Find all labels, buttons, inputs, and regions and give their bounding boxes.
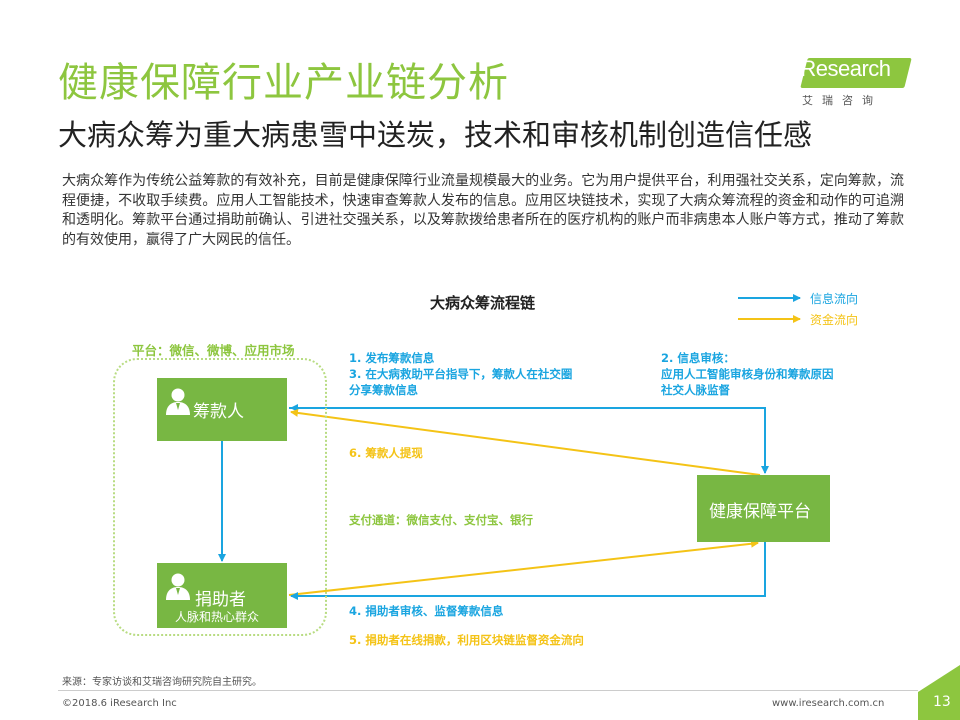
annotation-payment: 支付通道：微信支付、支付宝、银行 bbox=[349, 513, 533, 527]
annotation-step2: 2. 信息审核： 应用人工智能审核身份和筹款原因 社交人脉监督 bbox=[661, 350, 834, 398]
source-note: 来源：专家访谈和艾瑞咨询研究院自主研究。 bbox=[62, 677, 262, 688]
donor-label: 捐助者 bbox=[195, 590, 246, 610]
arrow-withdrawal bbox=[290, 408, 761, 476]
platform-label: 平台：微信、微博、应用市场 bbox=[132, 343, 295, 358]
logo-brand: iResearch bbox=[796, 56, 891, 81]
platform-node-label: 健康保障平台 bbox=[709, 502, 811, 522]
copyright: ©2018.6 iResearch Inc bbox=[62, 698, 177, 709]
page-number: 13 bbox=[933, 694, 951, 710]
annotation-line: 社交人脉监督 bbox=[661, 383, 730, 397]
logo-subtitle: 艾瑞咨询 bbox=[802, 94, 882, 107]
donor-sublabel: 人脉和热心群众 bbox=[175, 610, 260, 624]
website-url: www.iresearch.com.cn bbox=[772, 698, 885, 709]
intro-paragraph: 大病众筹作为传统公益筹款的有效补充，目前是健康保障行业流量规模最大的业务。它为用… bbox=[62, 173, 904, 248]
page-title: 健康保障行业产业链分析 bbox=[58, 60, 509, 106]
arrow-donation bbox=[288, 539, 759, 596]
legend-info-label: 信息流向 bbox=[810, 292, 859, 306]
legend-money-label: 资金流向 bbox=[810, 313, 859, 327]
annotation-line: 应用人工智能审核身份和筹款原因 bbox=[661, 367, 834, 381]
annotation-line: 3. 在大病救助平台指导下，筹款人在社交圈 bbox=[349, 367, 573, 381]
person-icon bbox=[166, 573, 190, 600]
annotation-step1: 1. 发布筹款信息 3. 在大病救助平台指导下，筹款人在社交圈 分享筹款信息 bbox=[349, 350, 572, 398]
annotation-line: 1. 发布筹款信息 bbox=[349, 351, 435, 365]
annotation-line: 2. 信息审核： bbox=[661, 351, 735, 365]
annotation-step6: 6. 筹款人提现 bbox=[349, 446, 423, 460]
footer-divider bbox=[58, 690, 918, 691]
page-subtitle: 大病众筹为重大病患雪中送炭，技术和审核机制创造信任感 bbox=[58, 118, 813, 152]
health-platform-node: 健康保障平台 bbox=[697, 475, 830, 542]
person-icon bbox=[166, 388, 190, 415]
arrow-platform-to-donor bbox=[290, 542, 766, 600]
donor-node: 捐助者 人脉和热心群众 bbox=[157, 563, 287, 628]
fundraiser-node: 筹款人 bbox=[157, 378, 287, 441]
annotation-step5: 5. 捐助者在线捐款，利用区块链监督资金流向 bbox=[349, 633, 584, 647]
iresearch-logo: iResearch 艾瑞咨询 bbox=[790, 50, 912, 114]
social-platform-group bbox=[113, 358, 327, 636]
arrow-fundraiser-to-platform bbox=[289, 407, 769, 474]
page-corner-badge bbox=[918, 665, 960, 720]
diagram-title: 大病众筹流程链 bbox=[430, 294, 536, 312]
fundraiser-label: 筹款人 bbox=[193, 402, 244, 422]
annotation-line: 分享筹款信息 bbox=[349, 383, 418, 397]
annotation-step4: 4. 捐助者审核、监督筹款信息 bbox=[349, 604, 504, 618]
